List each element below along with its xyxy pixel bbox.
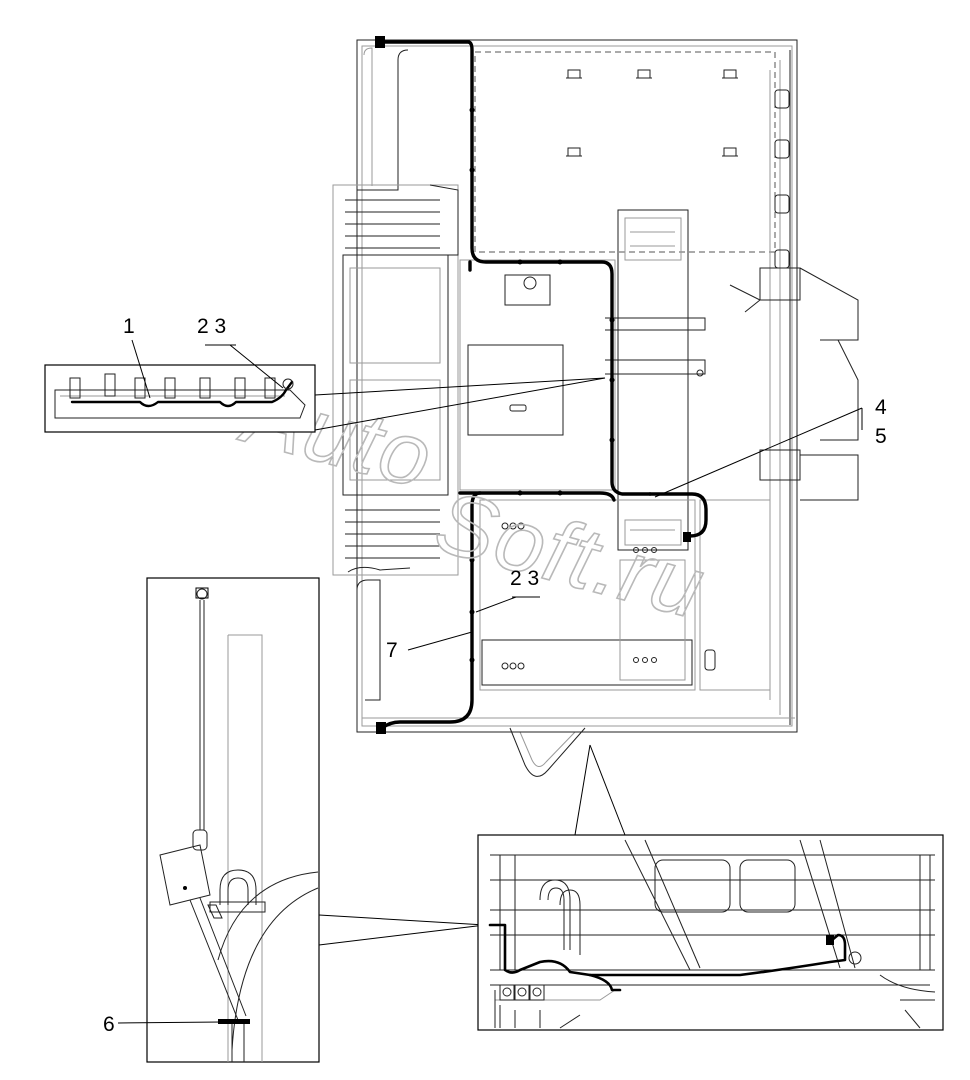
wire-harness-main (375, 36, 708, 734)
callout-2-3-top: 2 3 (197, 315, 226, 338)
callout-2-3-mid: 2 3 (510, 567, 539, 590)
watermark-text-2: Soft.ru (426, 471, 716, 637)
callout-7: 7 (386, 639, 398, 662)
callout-1: 1 (123, 315, 135, 338)
callout-group-4-5: 4 5 (654, 396, 887, 498)
callout-group-2-3-7: 2 3 7 (386, 567, 540, 662)
platform-frame (332, 39, 859, 777)
detail-view-bottom-left: 6 (103, 577, 486, 1063)
callout-6: 6 (103, 1013, 115, 1036)
detail-view-bottom-right (477, 744, 944, 1031)
detail-view-top-left: 1 2 3 (44, 315, 606, 433)
callout-5: 5 (875, 425, 887, 448)
callout-4: 4 (875, 396, 887, 419)
